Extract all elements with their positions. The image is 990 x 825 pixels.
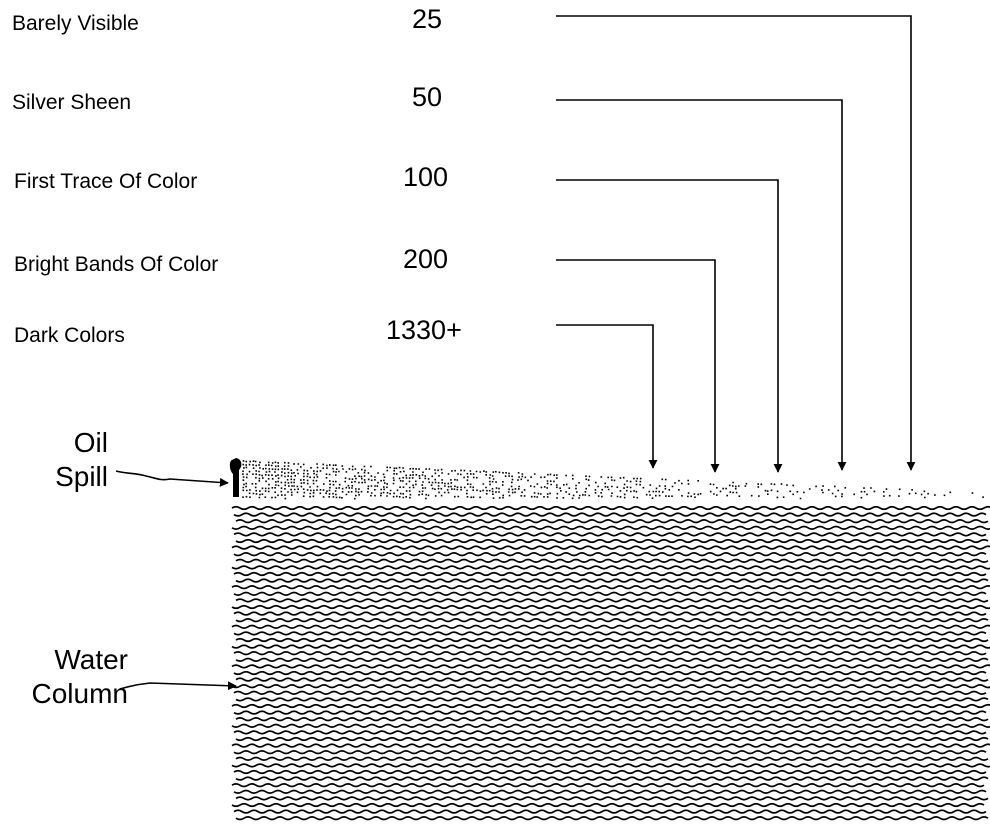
row-value: 1330+	[386, 315, 462, 345]
water-column-label-line2: Column	[32, 678, 128, 709]
oil-edge-cap	[229, 458, 242, 497]
oil-slick-layer	[242, 460, 984, 500]
oil-spill-label-line1: Oil	[74, 427, 108, 458]
water-column-waves	[231, 505, 990, 821]
oil-spill-pointer	[115, 470, 229, 487]
water-wave-lines	[231, 505, 990, 821]
row-label: Barely Visible	[12, 12, 139, 35]
leader-arrow-bright-bands-of-color	[556, 259, 720, 473]
row-value: 50	[412, 82, 442, 112]
row-value: 200	[403, 244, 448, 274]
water-column-pointer	[119, 681, 237, 691]
row-barely-visible: Barely Visible 25	[12, 4, 916, 471]
row-silver-sheen: Silver Sheen 50	[12, 82, 847, 471]
row-bright-bands-of-color: Bright Bands Of Color 200	[14, 244, 720, 473]
leader-arrow-barely-visible	[556, 15, 916, 471]
row-value: 100	[403, 162, 448, 192]
leader-arrow-dark-colors	[556, 324, 658, 469]
row-value: 25	[412, 4, 442, 34]
row-label: Bright Bands Of Color	[14, 253, 218, 276]
oil-stipple	[242, 460, 984, 500]
row-label: Silver Sheen	[12, 91, 131, 114]
water-column-label-line1: Water	[54, 644, 128, 675]
leader-arrow-silver-sheen	[556, 99, 847, 471]
water-column-callout: Water Column	[32, 644, 237, 709]
row-label: First Trace Of Color	[14, 170, 197, 193]
row-label: Dark Colors	[14, 324, 125, 347]
row-dark-colors: Dark Colors 1330+	[14, 315, 658, 469]
oil-spill-callout: Oil Spill	[55, 427, 229, 492]
leader-arrow-first-trace-of-color	[556, 179, 783, 473]
row-first-trace-of-color: First Trace Of Color 100	[14, 162, 783, 473]
oil-spill-label-line2: Spill	[55, 461, 108, 492]
